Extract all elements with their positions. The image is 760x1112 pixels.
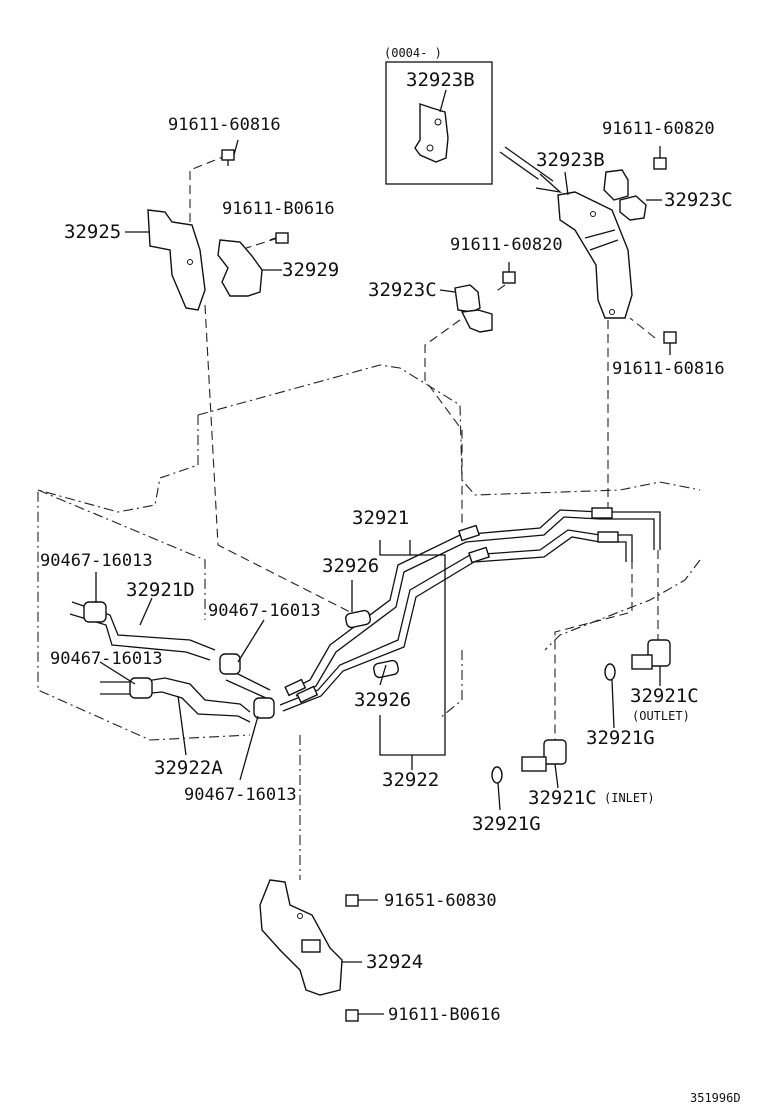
label-outlet: (OUTLET): [632, 709, 690, 723]
label-32921G-left: 32921G: [472, 813, 541, 835]
label-91651-60830: 91651-60830: [384, 891, 497, 911]
part-labels: (0004- ) 32923B 91611-60816 91611-B0616 …: [40, 46, 741, 1105]
direction-arrow: [499, 146, 563, 194]
inset-box: [385, 61, 493, 185]
label-91611-B0616-top: 91611-B0616: [222, 199, 335, 219]
sleeve-32926-bottom: [373, 659, 399, 679]
label-32923B: 32923B: [536, 149, 605, 171]
label-91611-60820-mid: 91611-60820: [450, 235, 563, 255]
label-inset-date-range: (0004- ): [384, 46, 442, 60]
label-32921G-right: 32921G: [586, 727, 655, 749]
bolt-91611-60820-right: [653, 146, 667, 170]
label-32921D: 32921D: [126, 579, 195, 601]
hose-32922A: [100, 677, 251, 723]
label-inlet: (INLET): [604, 791, 655, 805]
bolt-91611-B0616-top: [269, 232, 289, 244]
label-90467-16013-b: 90467-16013: [208, 601, 321, 621]
bolt-91651-60830: [345, 894, 378, 907]
clamp-32929: [217, 239, 282, 297]
fitting-32921C-outlet: [631, 639, 671, 686]
bracket-32923B: [557, 171, 633, 319]
washer-32921G-left: [491, 766, 503, 811]
fitting-32921C-inlet: [521, 739, 567, 789]
label-drawing-number: 351996D: [690, 1091, 741, 1105]
label-32923C-left: 32923C: [368, 279, 437, 301]
bracket-32924: [259, 879, 362, 996]
label-32929: 32929: [282, 259, 339, 281]
sleeve-32926-top: [345, 609, 371, 629]
washer-32921G-right: [604, 663, 616, 729]
label-32921: 32921: [352, 507, 409, 529]
label-90467-16013-a: 90467-16013: [40, 551, 153, 571]
bolt-91611-60816-right: [663, 331, 677, 355]
label-90467-16013-c: 90467-16013: [50, 649, 163, 669]
label-32923B-inset: 32923B: [406, 69, 475, 91]
label-32921C-outlet: 32921C: [630, 685, 699, 707]
bolt-91611-60820-mid: [502, 262, 516, 284]
label-90467-16013-d: 90467-16013: [184, 785, 297, 805]
clamp-32923C-right: [603, 169, 662, 221]
hose-clips: [83, 601, 275, 719]
clamp-32923C-left: [439, 284, 493, 333]
label-32922A: 32922A: [154, 757, 223, 779]
label-91611-60820-right: 91611-60820: [602, 119, 715, 139]
engine-outline: [37, 364, 701, 880]
label-32924: 32924: [366, 951, 423, 973]
label-32921C-inlet: 32921C: [528, 787, 597, 809]
bracket-32925: [125, 209, 206, 311]
label-32926-top: 32926: [322, 555, 379, 577]
bolt-91611-B0616-bottom: [345, 1009, 384, 1022]
label-32922: 32922: [382, 769, 439, 791]
bolt-91611-60816-top: [221, 139, 239, 166]
label-32923C-right: 32923C: [664, 189, 733, 211]
leader-lines: [95, 540, 446, 781]
label-91611-60816-top: 91611-60816: [168, 115, 281, 135]
label-91611-60816-right: 91611-60816: [612, 359, 725, 379]
tube-fittings: [284, 507, 619, 704]
label-32926-bottom: 32926: [354, 689, 411, 711]
label-32925: 32925: [64, 221, 121, 243]
label-91611-B0616-bottom: 91611-B0616: [388, 1005, 501, 1025]
